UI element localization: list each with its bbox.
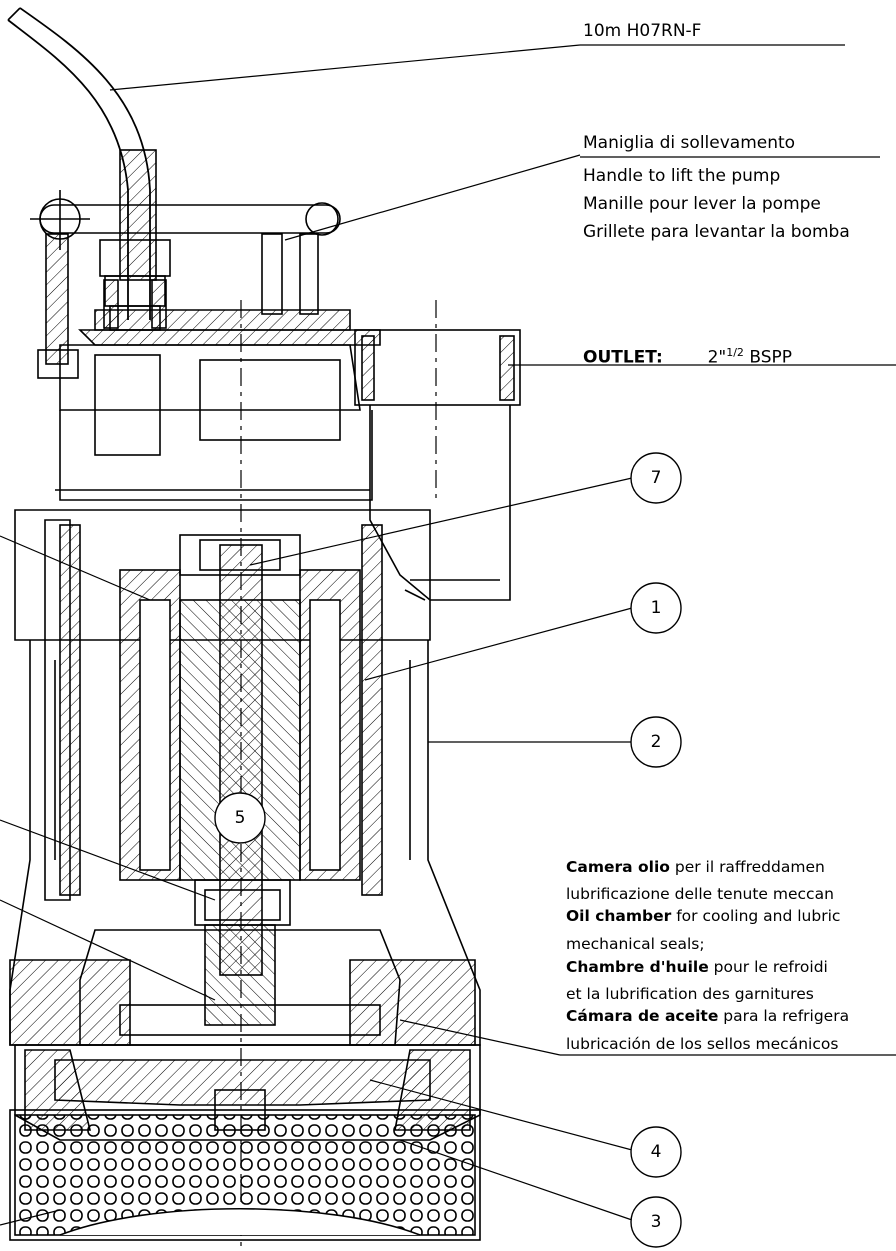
outlet-thread: BSPP	[749, 347, 792, 368]
oil-chamber-es-1: Cámara de aceite para la refrigera	[566, 1007, 850, 1025]
callout-circles	[214, 452, 682, 1248]
oil-chamber-en-1: Oil chamber for cooling and lubric	[566, 907, 841, 925]
handle-label-en: Handle to lift the pump	[583, 166, 781, 186]
strainer	[9, 1109, 481, 1241]
oil-chamber	[9, 924, 476, 1046]
outlet-label: OUTLET: 2"1/2 BSPP	[583, 340, 792, 371]
oil-chamber-fr-1: Chambre d'huile pour le refroidi	[566, 958, 828, 976]
handle-label-it: Maniglia di sollevamento	[583, 133, 796, 153]
outlet-key: OUTLET:	[583, 347, 663, 368]
outlet-value: 2"	[707, 347, 727, 368]
stator	[119, 569, 361, 881]
motor-cover	[55, 309, 381, 501]
handle-label-fr: Manille pour lever la pompe	[583, 194, 821, 214]
callout-5: 5	[235, 808, 246, 828]
leader-lines	[0, 44, 896, 1226]
oil-chamber-it-1: Camera olio per il raffreddamen	[566, 858, 825, 876]
cable-label: 10m H07RN-F	[583, 21, 702, 41]
callout-2: 2	[651, 732, 662, 752]
oil-chamber-it-2: lubrificazione delle tenute meccan	[566, 885, 834, 903]
oil-chamber-en-2: mechanical seals;	[566, 935, 705, 953]
upper-bearing	[179, 534, 301, 576]
outlet-port	[354, 329, 521, 601]
lifting-handle	[30, 190, 341, 379]
outlet-sup: 1/2	[726, 346, 744, 359]
cable	[7, 7, 157, 320]
oil-chamber-es-2: lubricación de los sellos mecánicos	[566, 1035, 839, 1053]
callout-4: 4	[651, 1142, 662, 1162]
oil-chamber-fr-2: et la lubrification des garnitures	[566, 985, 814, 1003]
callout-1: 1	[651, 598, 662, 618]
callout-7: 7	[651, 468, 662, 488]
callout-3: 3	[651, 1212, 662, 1232]
handle-label-es: Grillete para levantar la bomba	[583, 222, 850, 242]
